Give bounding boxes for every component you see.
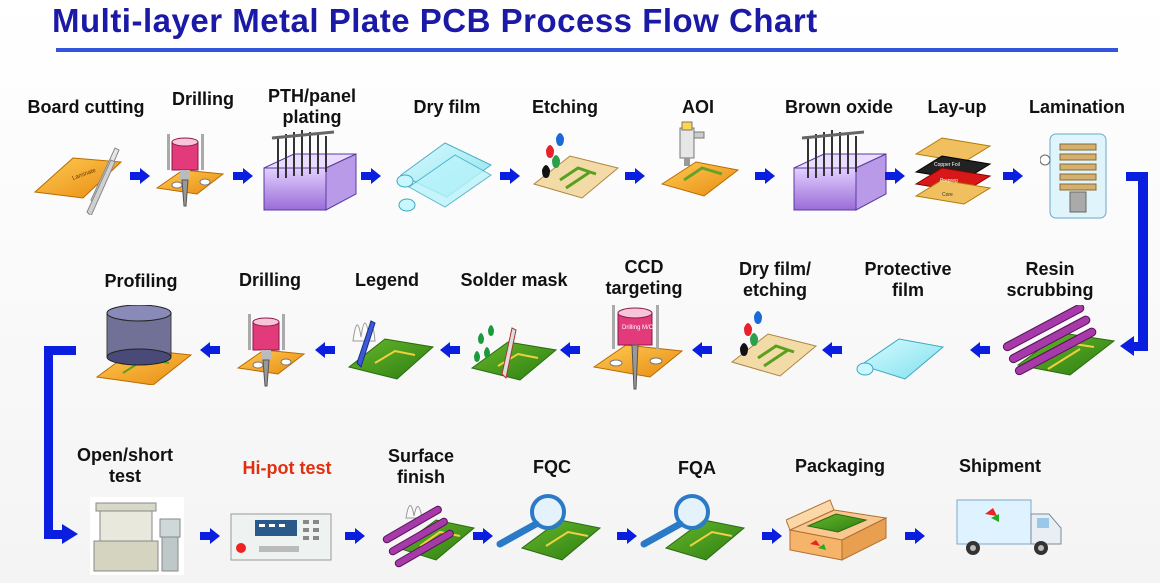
magnifier-icon [640, 490, 746, 562]
arrow-right [200, 528, 220, 544]
step-label-surface-finish: Surface finish [387, 446, 455, 487]
connector-left-down [44, 346, 78, 544]
step-label-resin-scrubbing: Resin scrubbing [1006, 259, 1094, 300]
connector-right-down [1120, 172, 1148, 356]
svg-text:Prepreg: Prepreg [940, 178, 958, 184]
package-icon [786, 490, 890, 562]
step-label-ccd-targeting: CCD targeting [605, 257, 683, 298]
dry-film-icon [395, 135, 495, 215]
arrow-right [361, 168, 381, 184]
arrow-right [905, 528, 925, 544]
magnifier-icon [496, 490, 602, 562]
truck-icon [955, 496, 1067, 558]
hipot-tester-icon [229, 512, 333, 562]
step-label-drilling: Drilling [172, 89, 234, 109]
aoi-icon [660, 118, 740, 200]
solder-mask-icon [468, 318, 558, 388]
test-machine-icon [90, 497, 184, 575]
arrow-right [473, 528, 493, 544]
scrubbing-rollers-icon [998, 305, 1116, 387]
etching-icon [728, 308, 818, 388]
drill-icon [155, 130, 225, 210]
title-underline [56, 48, 1118, 52]
step-label-shipment: Shipment [958, 456, 1042, 476]
step-label-solder-mask: Solder mask [460, 270, 568, 290]
layup-icon: Copper Foil Prepreg Core [912, 132, 994, 212]
step-label-protective-film: Protective film [864, 259, 952, 300]
svg-text:Drilling M/C: Drilling M/C [622, 325, 654, 331]
arrow-right [755, 168, 775, 184]
arrow-right [625, 168, 645, 184]
arrow-left [822, 342, 842, 358]
arrow-right [762, 528, 782, 544]
plating-tank-icon [260, 128, 360, 212]
arrow-right [500, 168, 520, 184]
etching-icon [530, 130, 620, 210]
chart-title: Multi-layer Metal Plate PCB Process Flow… [52, 2, 818, 39]
step-label-hipot-test: Hi-pot test [242, 458, 332, 478]
step-label-lamination: Lamination [1028, 97, 1126, 117]
arrow-left [560, 342, 580, 358]
step-label-fqa: FQA [678, 458, 716, 478]
press-icon [1040, 130, 1110, 222]
oxide-tank-icon [790, 128, 890, 212]
step-label-pth-plating: PTH/panel plating [267, 86, 357, 127]
step-label-drilling-2: Drilling [239, 270, 301, 290]
arrow-right [1003, 168, 1023, 184]
step-label-aoi: AOI [681, 97, 715, 117]
step-label-open-short-test: Open/short test [76, 445, 174, 486]
arrow-right [233, 168, 253, 184]
step-label-fqc: FQC [533, 457, 571, 477]
step-label-dry-film-etching: Dry film/ etching [738, 259, 812, 300]
arrow-left [970, 342, 990, 358]
arrow-right [130, 168, 150, 184]
arrow-left [200, 342, 220, 358]
step-label-layup: Lay-up [927, 97, 987, 117]
step-label-dry-film: Dry film [413, 97, 481, 117]
step-label-packaging: Packaging [794, 456, 886, 476]
legend-icon [345, 305, 435, 385]
profiling-icon [95, 305, 195, 385]
board-cutting-icon: Laminate [33, 140, 123, 215]
step-label-brown-oxide: Brown oxide [784, 97, 894, 117]
arrow-left [440, 342, 460, 358]
drill-icon [236, 310, 306, 390]
arrow-right [345, 528, 365, 544]
arrow-right [617, 528, 637, 544]
arrow-left [692, 342, 712, 358]
protective-film-icon [855, 325, 945, 385]
arrow-left [315, 342, 335, 358]
step-label-legend: Legend [354, 270, 420, 290]
ccd-drill-icon: Drilling M/C [592, 303, 684, 393]
svg-text:Copper Foil: Copper Foil [934, 162, 960, 168]
surface-finish-icon [380, 492, 476, 568]
step-label-profiling: Profiling [104, 271, 178, 291]
arrow-right [885, 168, 905, 184]
step-label-etching: Etching [532, 97, 598, 117]
svg-text:Core: Core [942, 192, 953, 198]
step-label-board-cutting: Board cutting [27, 97, 145, 117]
